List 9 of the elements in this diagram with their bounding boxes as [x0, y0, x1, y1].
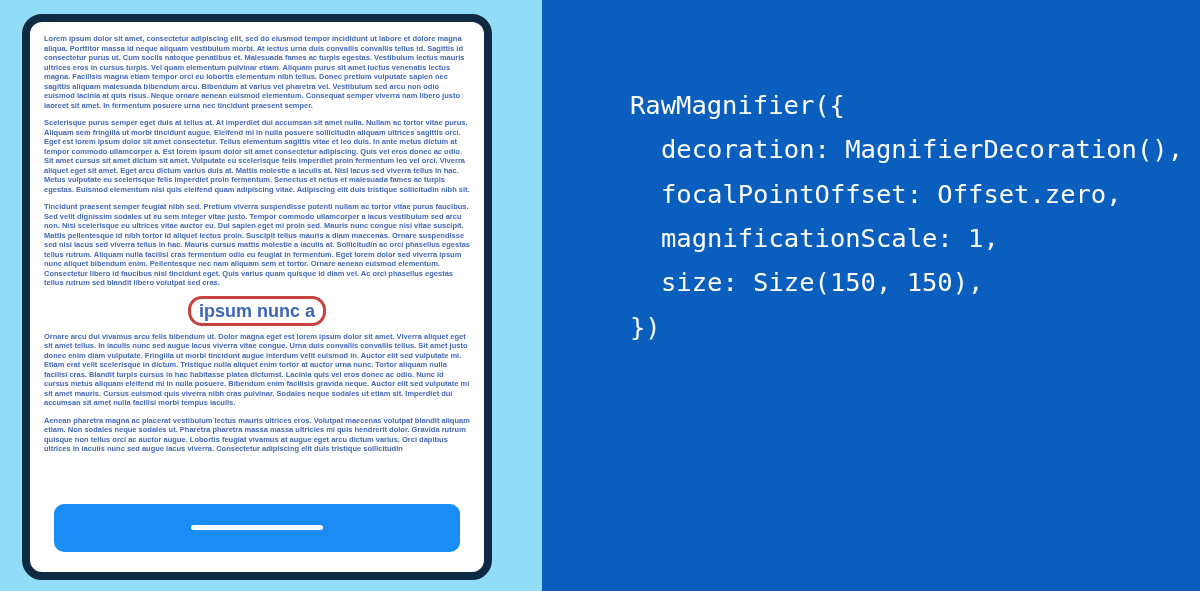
magnified-text: ipsum nunc a: [199, 300, 315, 321]
phone-screen: [22, 14, 492, 580]
code-line: }): [630, 310, 661, 343]
code-line: decoration: MagnifierDecoration(),: [661, 133, 1183, 166]
code-line: magnificationScale: 1,: [661, 221, 999, 254]
code-line: size: Size(150, 150),: [661, 266, 984, 299]
code-line: focalPointOffset: Offset.zero,: [661, 177, 1122, 210]
code-line: RawMagnifier({: [630, 89, 845, 121]
magnifier-lens: [188, 295, 326, 326]
